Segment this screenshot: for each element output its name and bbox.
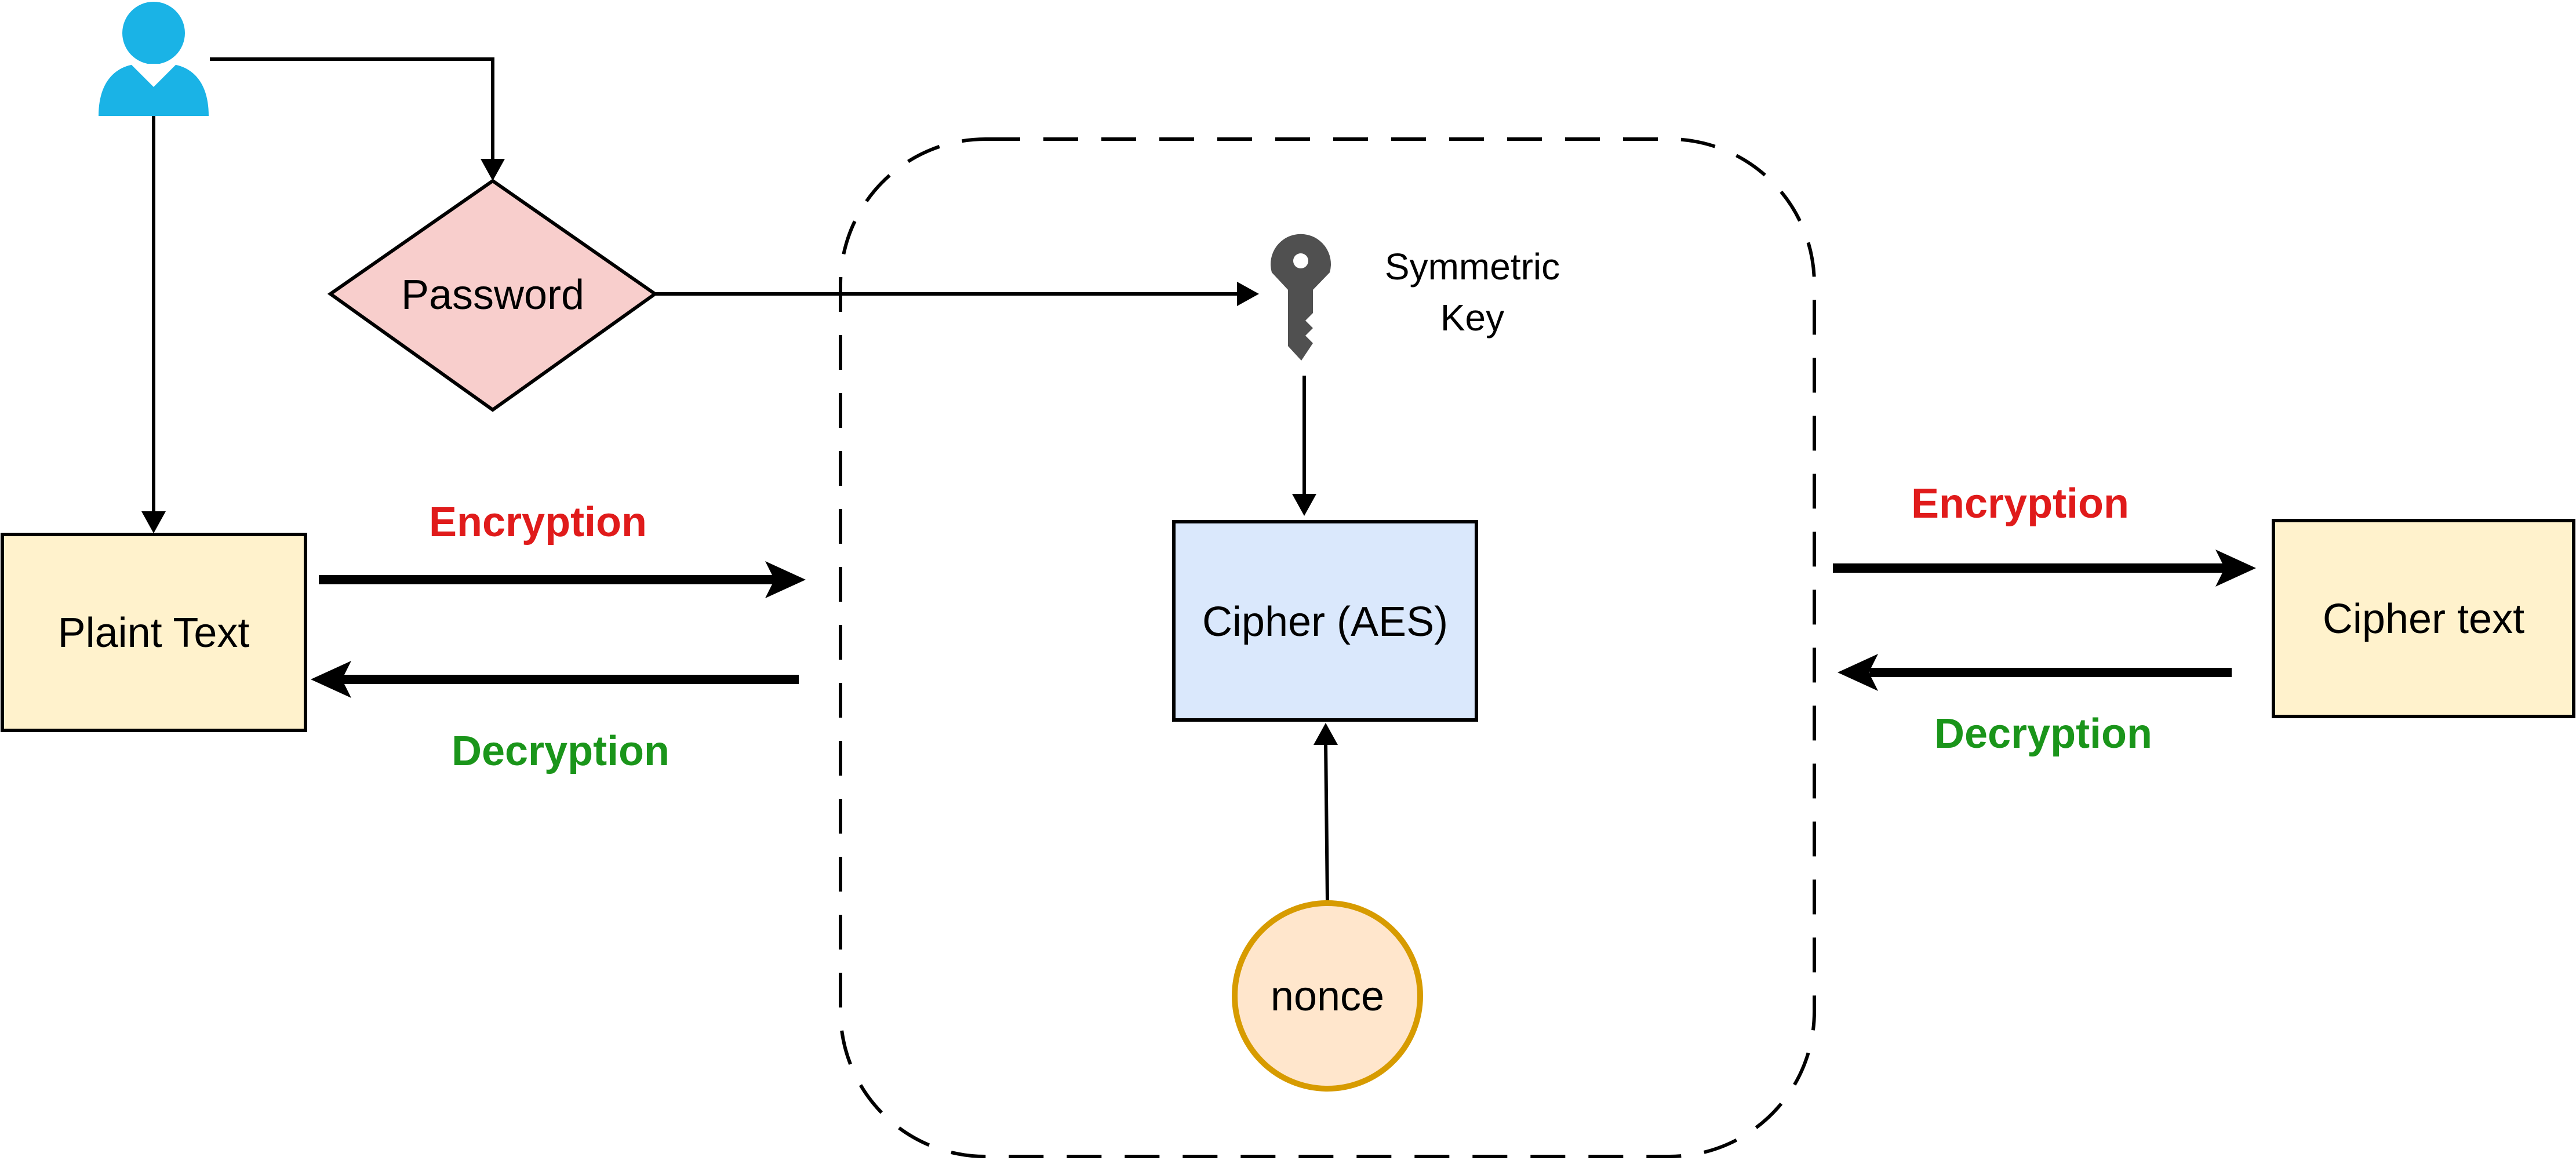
- user-to-plaintext-connector: [141, 116, 166, 533]
- key-to-cipher-connector: [1292, 376, 1316, 516]
- key-icon: [1271, 234, 1331, 361]
- nonce-node: nonce: [1232, 900, 1423, 1092]
- password-diamond: [327, 179, 658, 412]
- ciphertext-label: Cipher text: [2323, 596, 2524, 642]
- right-decryption-arrow: [1838, 654, 2232, 691]
- user-to-password-connector: [210, 57, 505, 181]
- password-node: Password: [327, 179, 658, 412]
- password-label: Password: [401, 272, 584, 318]
- ciphertext-box: [2272, 519, 2575, 718]
- left-encryption-arrow: [319, 561, 806, 598]
- right-encryption-arrow: [1833, 550, 2256, 587]
- key-label-line1: Symmetric: [1385, 246, 1560, 288]
- left-decryption-arrow: [311, 661, 799, 698]
- nonce-to-cipher-connector: [1314, 723, 1338, 902]
- plaintext-label: Plaint Text: [58, 610, 250, 656]
- password-to-key-connector: [655, 282, 1259, 306]
- right-decryption-label: Decryption: [1934, 711, 2152, 757]
- cipher-box: [1172, 520, 1478, 722]
- cipher-label: Cipher (AES): [1202, 599, 1448, 645]
- nonce-circle: [1232, 900, 1423, 1092]
- cipher-process-container: [839, 137, 1816, 1158]
- user-icon: [99, 2, 209, 116]
- left-encryption-label: Encryption: [429, 499, 647, 545]
- plaintext-node: Plaint Text: [1, 533, 307, 732]
- cipher-node: Cipher (AES): [1172, 520, 1478, 722]
- nonce-label: nonce: [1271, 973, 1384, 1020]
- right-encryption-label: Encryption: [1911, 481, 2129, 527]
- left-decryption-label: Decryption: [452, 728, 670, 774]
- plaintext-box: [1, 533, 307, 732]
- key-label-line2: Key: [1440, 297, 1504, 339]
- ciphertext-node: Cipher text: [2272, 519, 2575, 718]
